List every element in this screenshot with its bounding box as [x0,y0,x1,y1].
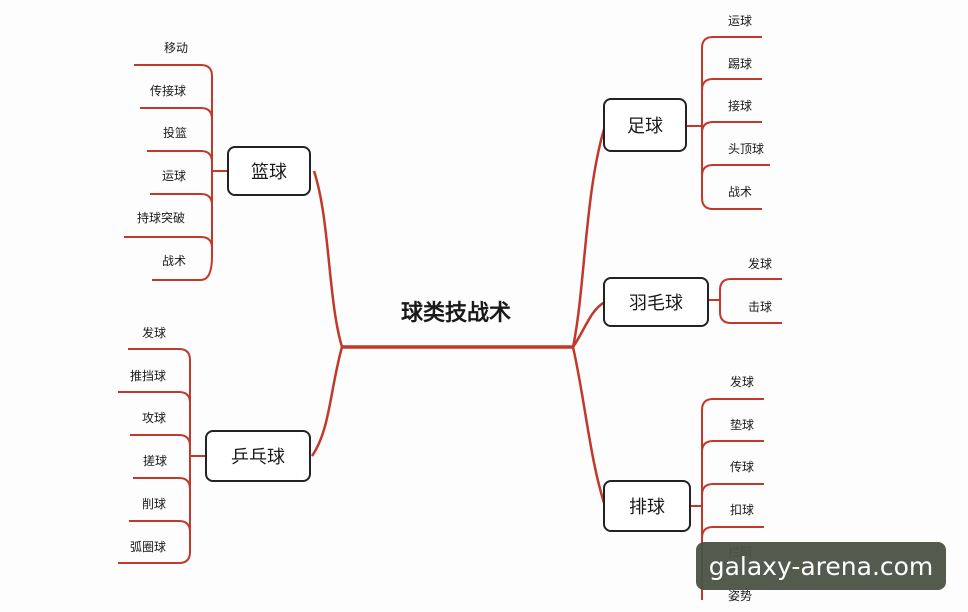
basketball-leaf-line-4 [150,193,213,206]
pingpong-item-2: 推挡球 [130,369,166,383]
football-leaf-line-3 [701,121,762,134]
volleyball-label: 排球 [629,497,665,518]
branch-volleyball: 排球 发球 垫球 传球 扣球 拦网 姿势 [603,374,764,603]
pingpong-item-1: 发球 [142,325,166,340]
watermark-text: galaxy-arena.com [708,551,934,581]
branch-pingpong: 乒乓球 发球 推挡球 攻球 搓球 削球 弧圈球 [118,325,311,564]
basketball-item-3: 投篮 [163,125,187,140]
branch-basketball: 篮球 移动 传接球 投篮 运球 持球突破 战术 [124,41,311,281]
basketball-leaf-line-1 [134,64,213,77]
volleyball-item-3: 传球 [730,459,754,474]
pingpong-item-6: 弧圈球 [130,540,166,554]
basketball-item-2: 传接球 [150,83,186,98]
branch-badminton: 羽毛球 发球 击球 [603,256,782,327]
basketball-item-4: 运球 [162,169,186,183]
badminton-item-1: 发球 [748,256,772,271]
trunk-right-to-football [571,125,607,348]
football-item-3: 接球 [728,98,752,113]
volleyball-item-6: 姿势 [728,589,752,603]
volleyball-leaf-line-4 [701,526,764,539]
football-item-1: 运球 [728,14,752,28]
pingpong-leaf-line-5 [129,520,191,533]
football-leaf-line-2 [701,78,762,91]
pingpong-node [205,430,311,482]
volleyball-item-1: 发球 [730,374,754,389]
volleyball-leaf-line-1 [701,398,764,411]
center-title: 球类技战术 [401,301,511,326]
volleyball-leaf-line-2 [701,440,764,453]
branch-football: 足球 运球 踢球 接球 头顶球 战术 [603,14,770,210]
badminton-leaf-line-1 [719,278,782,291]
basketball-node [227,146,311,196]
football-leaf-line-1 [701,36,762,49]
pingpong-label: 乒乓球 [231,447,285,468]
basketball-item-5: 持球突破 [137,210,185,225]
football-leaf-line-5 [701,197,762,210]
pingpong-leaf-line-6 [118,551,191,564]
football-node [603,98,687,152]
pingpong-leaf-line-3 [130,434,191,447]
badminton-leaf-line-2 [719,311,782,324]
badminton-label: 羽毛球 [629,293,683,314]
pingpong-item-5: 削球 [142,497,166,511]
basketball-leaf-line-2 [140,107,213,120]
trunk-left-to-pingpong [310,346,344,457]
trunk-right-to-volleyball [571,346,607,507]
pingpong-leaf-line-2 [118,391,191,404]
badminton-item-2: 击球 [748,300,772,314]
volleyball-item-2: 垫球 [730,417,754,432]
volleyball-leaf-line-3 [701,483,764,496]
basketball-item-1: 移动 [164,41,188,55]
basketball-leaf-line-3 [147,150,213,163]
watermark-banner: galaxy-arena.com [696,542,946,590]
badminton-node [603,277,709,327]
football-leaf-line-4 [701,164,770,177]
football-item-4: 头顶球 [728,142,764,156]
pingpong-leaf-line-1 [128,348,191,361]
basketball-label: 篮球 [251,162,287,183]
football-label: 足球 [627,116,663,137]
football-item-2: 踢球 [728,57,752,71]
trunk-left-to-basketball [312,170,344,348]
pingpong-item-3: 攻球 [142,411,166,425]
pingpong-item-4: 搓球 [143,453,167,468]
basketball-leaf-line-5 [124,236,213,249]
trunk-right-to-badminton [571,300,606,348]
volleyball-node [603,480,691,532]
volleyball-item-4: 扣球 [730,503,754,517]
pingpong-leaf-line-4 [133,477,191,490]
football-item-5: 战术 [728,185,752,199]
basketball-leaf-line-6 [152,255,213,281]
basketball-item-6: 战术 [162,254,186,268]
